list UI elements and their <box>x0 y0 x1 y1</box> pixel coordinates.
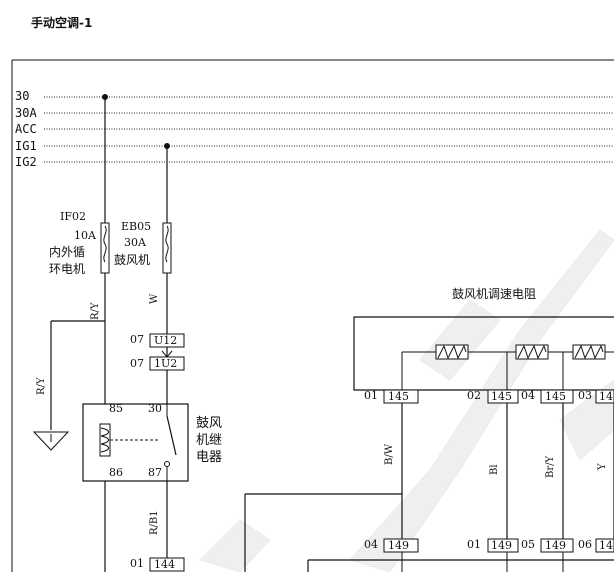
wire-label-y: Y <box>597 463 608 471</box>
connector-149-05-pin: 05 <box>521 538 535 551</box>
connector-149-05-id: 149 <box>545 539 566 552</box>
connector-1u2-pin: 07 <box>130 357 144 370</box>
blower-relay <box>82 403 189 482</box>
bus-label-ig1: IG1 <box>15 139 37 153</box>
resistor-element-3 <box>572 344 606 360</box>
connector-145-02 <box>487 389 519 404</box>
relay-label-3: 电器 <box>196 450 222 465</box>
connector-u12-id: U12 <box>154 334 177 347</box>
connector-149-01-id: 149 <box>491 539 512 552</box>
connector-145-04-pin: 04 <box>521 389 535 402</box>
connector-14-03 <box>595 389 614 404</box>
fuse-if02-element <box>103 225 107 263</box>
wire-label-bw: B/W <box>384 443 395 465</box>
relay-switch-blade <box>166 415 177 456</box>
fuse-if02-rating: 10A <box>74 229 97 242</box>
connector-14-03-id: 14 <box>599 390 613 403</box>
connector-14-06 <box>595 538 614 553</box>
bus-lines <box>44 96 614 163</box>
fuse-eb05-rating: 30A <box>124 236 147 249</box>
bus-label-acc: ACC <box>15 122 37 136</box>
wire-label-w: W <box>149 293 160 304</box>
relay-pin-87: 87 <box>148 466 162 479</box>
resistor-element-2 <box>515 344 549 360</box>
relay-coil-winding <box>100 427 109 453</box>
connector-145-02-pin: 02 <box>467 389 481 402</box>
relay-contact-87 <box>164 461 170 467</box>
bus-label-30: 30 <box>15 89 29 103</box>
connector-145-01 <box>383 389 419 404</box>
connector-149-05 <box>540 538 574 553</box>
fuse-eb05-name: EB05 <box>121 220 151 233</box>
wire-label-ry-branch: R/Y <box>36 377 47 395</box>
connector-144 <box>149 557 185 572</box>
fuse-if02-label-1: 内外循 <box>49 245 85 259</box>
connector-14-06-pin: 06 <box>578 538 592 551</box>
connector-145-01-pin: 01 <box>364 389 378 402</box>
connector-144-pin: 01 <box>130 557 144 570</box>
connector-14-03-pin: 03 <box>578 389 592 402</box>
relay-label-1: 鼓风 <box>196 416 222 431</box>
fuse-if02 <box>100 222 110 274</box>
relay-pin-85: 85 <box>109 402 123 415</box>
watermark <box>199 229 614 572</box>
connector-149-01 <box>487 538 519 553</box>
fuse-eb05 <box>162 222 172 274</box>
connector-149-01-pin: 01 <box>467 538 481 551</box>
connector-149-04-id: 149 <box>388 539 409 552</box>
fuse-if02-label-2: 环电机 <box>49 262 85 276</box>
relay-pin-86: 86 <box>109 466 123 479</box>
connector-145-02-id: 145 <box>491 390 512 403</box>
connector-149-04-pin: 04 <box>364 538 378 551</box>
wire-label-bry: Br/Y <box>545 456 556 478</box>
fuse-eb05-element <box>165 225 169 263</box>
relay-label-2: 机继 <box>196 433 222 448</box>
page-title: 手动空调-1 <box>31 16 93 30</box>
connector-145-04 <box>540 389 574 404</box>
fuse-eb05-label: 鼓风机 <box>114 253 150 267</box>
fuse-if02-name: IF02 <box>60 210 86 223</box>
resistor-element-1 <box>435 344 469 360</box>
connector-14-06-id: 14 <box>599 539 613 552</box>
resistor-module-box <box>353 316 614 391</box>
relay-pin-30: 30 <box>148 402 162 415</box>
connector-u12-pin: 07 <box>130 333 144 346</box>
wire-label-ry-vertical: R/Y <box>90 302 101 320</box>
connector-145-04-id: 145 <box>545 390 566 403</box>
connector-1u2-id: 1U2 <box>154 357 177 370</box>
bus-label-ig2: IG2 <box>15 155 37 169</box>
bus-label-30a: 30A <box>15 106 37 120</box>
connector-145-01-id: 145 <box>388 390 409 403</box>
resistor-label: 鼓风机调速电阻 <box>452 287 536 301</box>
connector-149-04 <box>383 538 419 553</box>
connector-144-id: 144 <box>154 558 175 571</box>
wire-label-bl: Bl <box>489 464 500 475</box>
wire-label-rb1: R/B1 <box>149 510 160 535</box>
